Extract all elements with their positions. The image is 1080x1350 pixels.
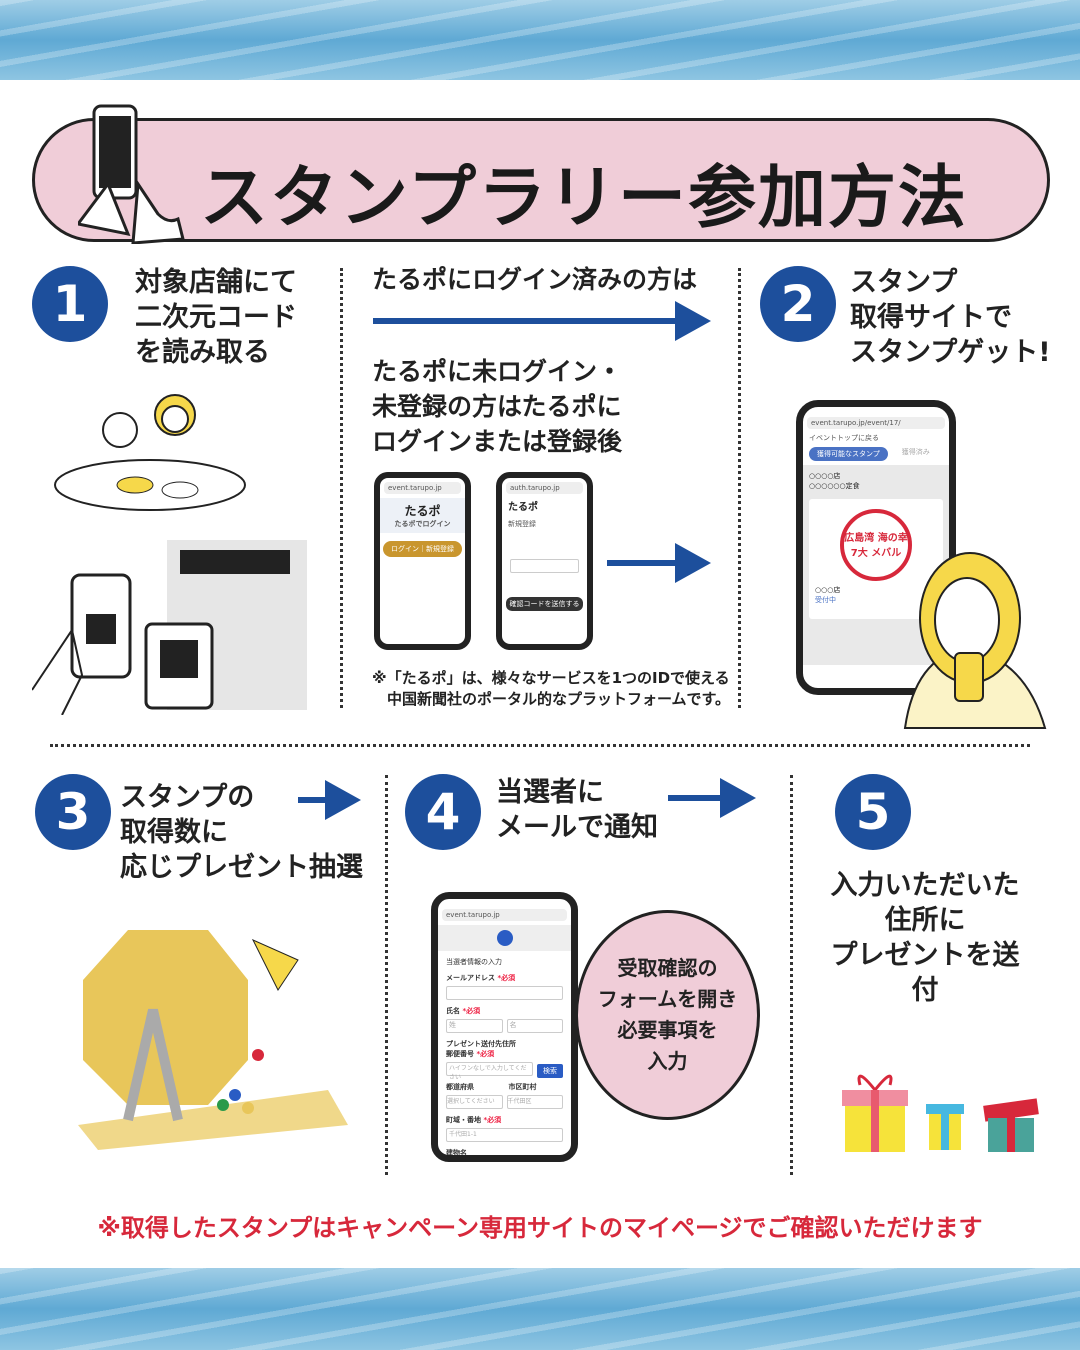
building-label: 建物名: [446, 1149, 467, 1157]
login-button[interactable]: ログイン｜新規登録: [383, 541, 462, 557]
required-mark: *必須: [497, 974, 516, 982]
step-2-text: スタンプ 取得サイトで スタンプゲット!: [850, 267, 1051, 368]
arrow-right-icon: [373, 301, 711, 341]
zip-input[interactable]: ハイフンなしで入力してください: [446, 1062, 533, 1081]
step-5-text: 入力いただいた 住所に プレゼントを送付: [830, 870, 1020, 1006]
menu-name: ○○○○○○定食: [809, 482, 860, 490]
shop-name: ○○○店: [815, 586, 841, 594]
zip-label: 郵便番号: [446, 1050, 474, 1058]
tarupo-logo: たるポ: [404, 504, 441, 518]
required-mark: *必須: [476, 1050, 495, 1058]
required-mark: *必須: [462, 1007, 481, 1015]
login-heading: たるポでログイン: [394, 520, 451, 528]
address-label: プレゼント送付先住所: [446, 1040, 516, 1048]
logged-in-text: たるポにログイン済みの方は: [372, 265, 698, 294]
step-1-text: 対象店舗にて 二次元コード を読み取る: [135, 267, 297, 368]
step-number-1: 1: [32, 266, 108, 342]
back-link[interactable]: イベントトップに戻る: [809, 434, 879, 442]
form-heading: 当選者情報の入力: [446, 958, 502, 966]
gift-box-icon: [982, 1094, 1040, 1158]
last-name-input[interactable]: 姓: [446, 1019, 503, 1033]
required-mark: *必須: [483, 1116, 502, 1124]
gift-box-icon: [926, 1094, 964, 1156]
arrow-right-icon: [668, 778, 756, 818]
bottom-wave-banner: [0, 1268, 1080, 1350]
name-label: 氏名: [446, 1007, 460, 1015]
form-bubble: 受取確認の フォームを開き 必要事項を 入力: [575, 910, 760, 1120]
step-number-5: 5: [835, 774, 911, 850]
url-bar: event.tarupo.jp: [442, 909, 567, 921]
pref-label: 都道府県: [446, 1083, 474, 1091]
tab-available-stamps[interactable]: 獲得可能なスタンプ: [809, 447, 888, 461]
dining-illustration: [40, 385, 260, 520]
step-number-3: 3: [35, 774, 111, 850]
divider: [738, 268, 741, 708]
not-logged-in-text: たるポに未ログイン・ 未登録の方はたるポに ログインまたは登録後: [372, 357, 623, 456]
section-divider: [50, 744, 1030, 747]
arrow-right-icon: [298, 780, 361, 820]
city-input[interactable]: 千代田区: [506, 1095, 563, 1109]
pref-select[interactable]: 選択してください: [446, 1095, 503, 1109]
city-label: 市区町村: [508, 1083, 537, 1091]
step-3-text: スタンプの 取得数に 応じプレゼント抽選: [120, 782, 363, 883]
zip-search-button[interactable]: 検索: [537, 1063, 563, 1078]
login-phone-mockup: event.tarupo.jp たるポ たるポでログイン ログイン｜新規登録: [374, 472, 471, 650]
url-bar: event.tarupo.jp: [384, 482, 461, 494]
email-field[interactable]: [510, 559, 579, 573]
footer-note: ※取得したスタンプはキャンペーン専用サイトのマイページでご確認いただけます: [97, 1214, 983, 1242]
stamp-seal-text: 広島湾 海の幸 7大 メバル: [844, 533, 908, 559]
send-code-button[interactable]: 確認コードを送信する: [506, 597, 583, 611]
lottery-machine-illustration: [68, 910, 358, 1155]
email-label: メールアドレス: [446, 974, 495, 982]
stamp-phone-mockup: event.tarupo.jp/event/17/ イベントトップに戻る 獲得可…: [796, 400, 956, 695]
arrow-right-icon: [607, 543, 711, 583]
first-name-input[interactable]: 名: [506, 1019, 563, 1033]
street-label: 町域・番地: [446, 1116, 481, 1124]
step-number-4: 4: [405, 774, 481, 850]
url-bar: auth.tarupo.jp: [506, 482, 583, 494]
shop-name: ○○○○店: [809, 472, 841, 480]
title-band: [32, 118, 1050, 242]
street-input[interactable]: 千代田1-1: [446, 1128, 563, 1142]
woman-with-phone-illustration: [885, 548, 1055, 730]
qr-scan-illustration: [31, 540, 307, 716]
form-phone-mockup: event.tarupo.jp 当選者情報の入力 メールアドレス *必須 氏名 …: [431, 892, 578, 1162]
step-4-text: 当選者に メールで通知: [496, 777, 658, 843]
user-step-icon: [496, 930, 513, 946]
email-input[interactable]: [446, 986, 563, 1000]
divider: [790, 775, 793, 1175]
stamp-seal: 広島湾 海の幸 7大 メバル: [840, 509, 912, 581]
top-wave-banner: [0, 0, 1080, 80]
status-label: 受付中: [815, 596, 836, 604]
page-title: スタンプラリー参加方法: [200, 159, 968, 238]
step-number-2: 2: [760, 266, 836, 342]
register-heading: 新規登録: [508, 520, 536, 528]
url-bar: event.tarupo.jp/event/17/: [807, 417, 945, 429]
divider: [340, 268, 343, 708]
divider: [385, 775, 388, 1175]
gift-box-icon: [842, 1068, 908, 1158]
tab-acquired[interactable]: 獲得済み: [901, 448, 930, 456]
register-phone-mockup: auth.tarupo.jp たるポ 新規登録 確認コードを送信する: [496, 472, 593, 650]
tarupo-note: ※「たるポ」は、様々なサービスを1つのIDで使える 中国新聞社のポータル的なプラ…: [372, 669, 731, 708]
phone-hand-icon: [75, 104, 188, 245]
tarupo-logo: たるポ: [508, 502, 538, 513]
